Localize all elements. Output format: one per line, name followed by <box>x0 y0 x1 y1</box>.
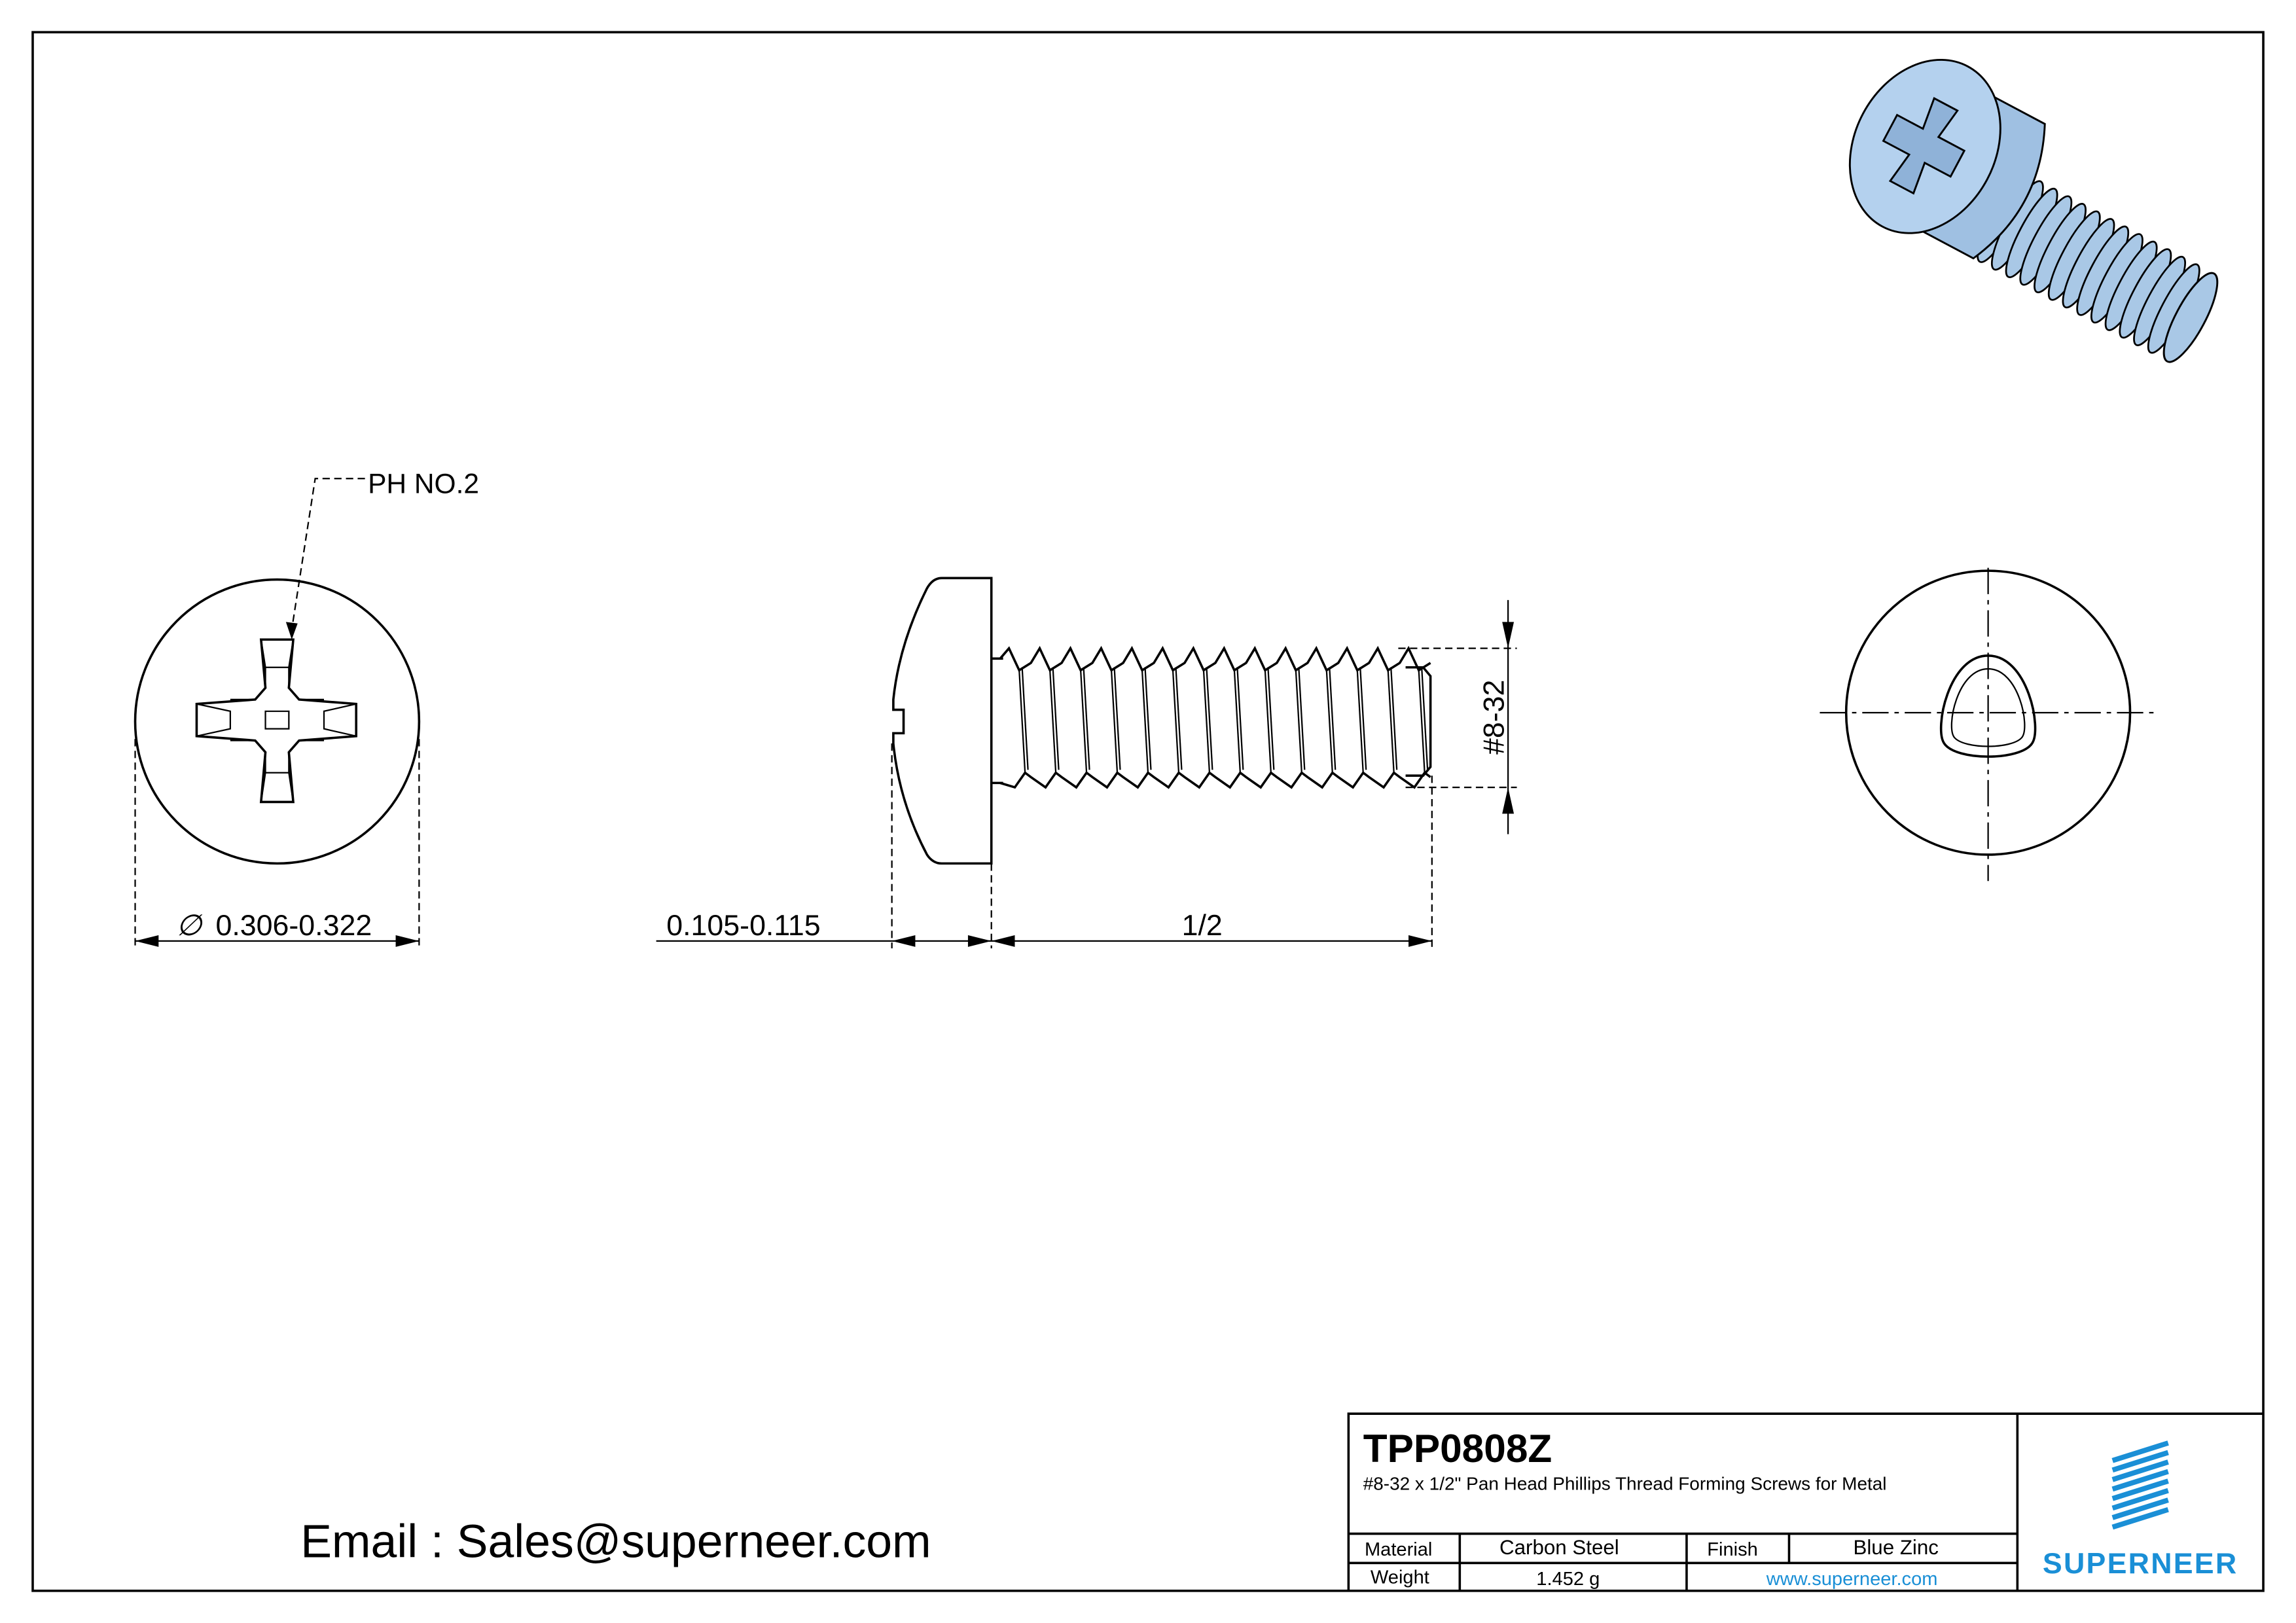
thread-flank <box>1298 667 1306 770</box>
thread-flank <box>1172 670 1180 773</box>
thread-flank <box>1264 670 1272 773</box>
material-label: Material <box>1365 1539 1432 1560</box>
contact-email[interactable]: Email : Sales@superneer.com <box>300 1515 931 1567</box>
thread-flank <box>1049 670 1057 773</box>
recess-callout: PH NO.2 <box>368 469 479 500</box>
head-diameter-dimension: 0.306-0.322 <box>216 910 372 942</box>
logo-stripe <box>2111 1469 2169 1492</box>
logo-text: SUPERNEER <box>2043 1548 2238 1580</box>
material-value: Carbon Steel <box>1499 1536 1619 1559</box>
website-link[interactable]: www.superneer.com <box>1766 1569 1938 1590</box>
thread-flank <box>1359 667 1367 770</box>
finish-label: Finish <box>1707 1539 1758 1560</box>
screw-side-view: #8-32 0.105-0.115 1/2 <box>656 577 1517 949</box>
weight-value: 1.452 g <box>1536 1569 1600 1590</box>
logo-stripe <box>2111 1440 2169 1463</box>
logo-stripe <box>2111 1488 2169 1511</box>
finish-value: Blue Zinc <box>1853 1536 1938 1559</box>
thread-flank <box>1021 667 1029 770</box>
logo-stripe <box>2111 1459 2169 1482</box>
thread-flank <box>1175 667 1183 770</box>
diameter-symbol: ∅ <box>176 910 203 942</box>
thread-flank <box>1018 670 1026 773</box>
weight-label: Weight <box>1371 1567 1429 1588</box>
screw-end-view <box>1820 567 2157 882</box>
logo-stripe <box>2111 1478 2169 1501</box>
thread-flank <box>1325 670 1333 773</box>
length-dimension: 1/2 <box>1182 910 1223 942</box>
thread-dimension: #8-32 <box>1478 680 1510 755</box>
sheet-border <box>31 31 2265 1592</box>
thread-flank <box>1421 667 1429 770</box>
thread-flank <box>1110 670 1119 773</box>
thread-flank <box>1329 667 1336 770</box>
thread-flank <box>1083 667 1090 770</box>
thread-flank <box>1202 670 1211 773</box>
thread-flank <box>1141 670 1149 773</box>
thread-flank <box>1418 670 1426 773</box>
thread-flank <box>1267 667 1275 770</box>
logo-stripe <box>2111 1507 2169 1530</box>
thread-flank <box>1144 667 1152 770</box>
logo-stripe <box>2111 1497 2169 1520</box>
thread-flank <box>1113 667 1121 770</box>
head-top-view: PH NO.2 ∅ 0.306-0.322 <box>134 469 479 949</box>
logo-stripe <box>2111 1450 2169 1473</box>
thread-flank <box>1236 667 1244 770</box>
thread-flank <box>1295 670 1302 773</box>
superneer-logo-icon <box>2111 1440 2169 1530</box>
part-number: TPP0808Z <box>1363 1426 1552 1471</box>
title-block: TPP0808Z #8-32 x 1/2" Pan Head Phillips … <box>1347 1412 2264 1591</box>
thread-flank <box>1356 670 1364 773</box>
part-description: #8-32 x 1/2" Pan Head Phillips Thread Fo… <box>1363 1474 1887 1494</box>
head-height-dimension: 0.105-0.115 <box>666 910 820 942</box>
thread-flank <box>1233 670 1241 773</box>
thread-flank <box>1052 667 1060 770</box>
thread-flank <box>1080 670 1088 773</box>
screw-3d-render <box>1848 58 2219 363</box>
thread-flank <box>1387 670 1395 773</box>
thread-flank <box>1206 667 1213 770</box>
thread-flank <box>1390 667 1398 770</box>
